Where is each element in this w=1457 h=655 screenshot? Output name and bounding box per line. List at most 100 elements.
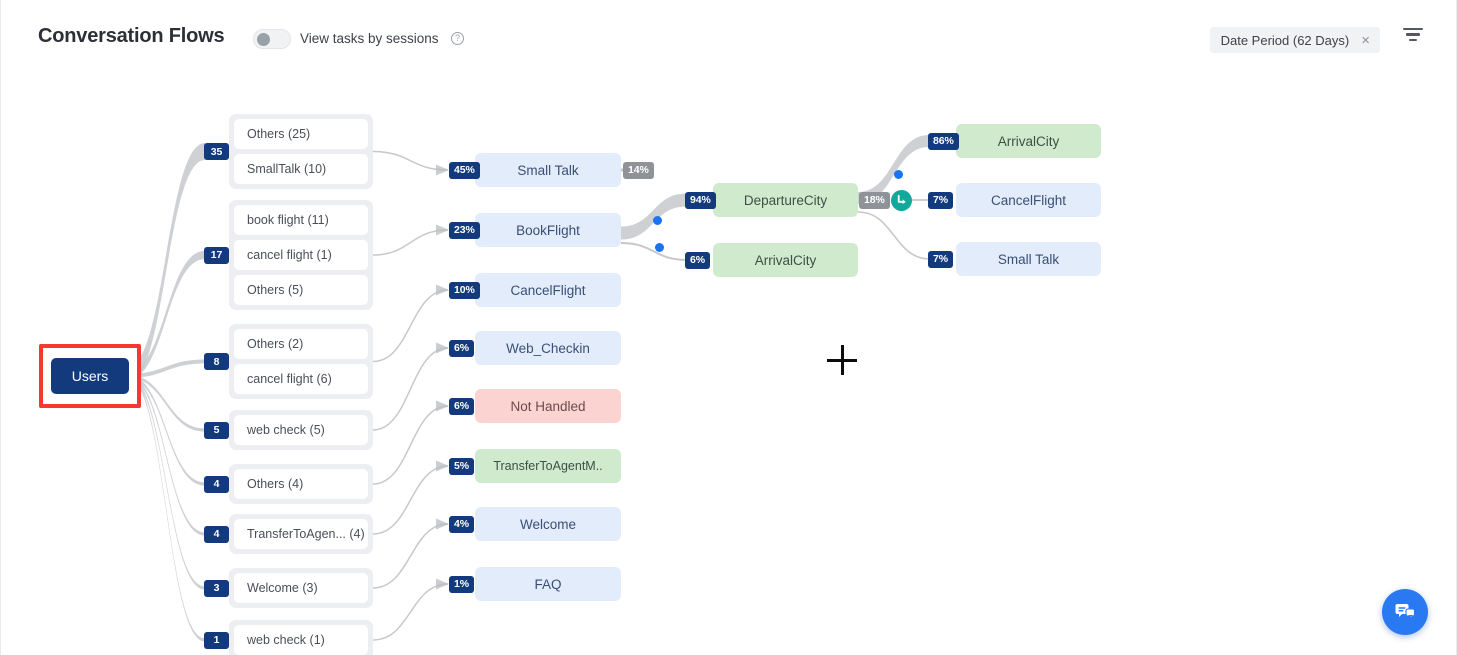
utterance-group-card[interactable]: Others (2) cancel flight (6) [229, 324, 373, 399]
link-arrowhead [436, 224, 449, 236]
link-arrowhead [436, 518, 449, 530]
utterance-row[interactable]: TransferToAgen... (4) [234, 519, 368, 549]
stage3-node[interactable]: DepartureCity [713, 183, 858, 217]
intent-percent-badge: 4% [449, 515, 474, 533]
root-node-users[interactable]: Users [51, 358, 129, 394]
departurecity-to-smalltalk-link [857, 211, 931, 260]
utterance-row[interactable]: Others (25) [234, 119, 368, 149]
utterance-group-card[interactable]: book flight (11) cancel flight (1) Others … [229, 200, 373, 310]
filter-bar-2 [1406, 33, 1420, 36]
utterance-group-card[interactable]: Others (4) [229, 464, 373, 504]
link-arrowhead [436, 342, 449, 354]
root-to-group-link [127, 250, 205, 381]
utterance-group-card[interactable]: TransferToAgen... (4) [229, 514, 373, 554]
group-to-intent-link [372, 583, 449, 641]
link-arrowhead [436, 284, 449, 296]
edge-midpoint-dot[interactable] [655, 243, 664, 252]
edge-midpoint-dot[interactable] [653, 216, 662, 225]
intent-node[interactable]: Welcome [475, 507, 621, 541]
flow-links [127, 135, 931, 642]
utterance-row[interactable]: cancel flight (6) [234, 364, 368, 394]
help-icon[interactable]: ? [451, 32, 464, 45]
stage4-node[interactable]: ArrivalCity [956, 124, 1101, 158]
intent-node[interactable]: TransferToAgentM.. [475, 449, 621, 483]
intent-percent-badge: 5% [449, 457, 474, 475]
filter-icon[interactable] [1401, 28, 1425, 52]
view-tasks-by-sessions-toggle[interactable] [253, 29, 291, 49]
root-to-group-link [127, 374, 205, 536]
link-arrowhead [436, 164, 449, 176]
bookflight-to-arrivalcity-link [620, 242, 688, 261]
intent-node[interactable]: FAQ [475, 567, 621, 601]
root-to-group-link [127, 374, 205, 642]
intent-percent-badge: 6% [449, 339, 474, 357]
utterance-group-card[interactable]: Welcome (3) [229, 568, 373, 608]
utterance-row[interactable]: SmallTalk (10) [234, 154, 368, 184]
group-count-badge: 4 [204, 525, 229, 543]
stage4-node[interactable]: Small Talk [956, 242, 1101, 276]
group-to-intent-link [372, 405, 449, 485]
link-arrowhead [436, 578, 449, 590]
intent-node[interactable]: Small Talk [475, 153, 621, 187]
stage4-percent-badge: 86% [928, 132, 959, 150]
utterance-row[interactable]: cancel flight (1) [234, 240, 368, 270]
group-count-badge: 8 [204, 353, 229, 370]
utterance-row[interactable]: Others (4) [234, 469, 368, 499]
stage4-node[interactable]: CancelFlight [956, 183, 1101, 217]
root-to-group-link [127, 374, 205, 590]
utterance-row[interactable]: Others (2) [234, 329, 368, 359]
group-count-badge: 35 [204, 143, 229, 160]
root-to-group-link [127, 143, 205, 385]
stage4-percent-badge: 7% [928, 250, 953, 268]
stage3-percent-badge: 6% [685, 251, 710, 269]
intent-percent-badge: 1% [449, 575, 474, 593]
loop-back-icon[interactable] [891, 189, 912, 211]
stage3-node[interactable]: ArrivalCity [713, 243, 858, 277]
group-count-badge: 3 [204, 579, 229, 597]
toggle-label: View tasks by sessions [300, 31, 439, 46]
link-arrowhead [436, 400, 449, 412]
utterance-row[interactable]: web check (1) [234, 625, 368, 655]
date-period-chip[interactable]: Date Period (62 Days) × [1209, 27, 1380, 53]
utterance-row[interactable]: web check (5) [234, 415, 368, 445]
stage4-percent-badge: 7% [928, 191, 953, 209]
toggle-knob [257, 33, 270, 46]
page-header: Conversation Flows View tasks by session… [1, 0, 1456, 78]
smalltalk-out-badge: 14% [623, 161, 654, 179]
utterance-row[interactable]: Welcome (3) [234, 573, 368, 603]
utterance-row[interactable]: Others (5) [234, 275, 368, 305]
intent-node[interactable]: Not Handled [475, 389, 621, 423]
intent-node[interactable]: Web_Checkin [475, 331, 621, 365]
filter-bar-1 [1403, 28, 1423, 31]
root-to-group-link [127, 374, 205, 432]
group-count-badge: 17 [204, 246, 229, 264]
group-count-badge: 1 [204, 631, 229, 649]
intent-percent-badge: 6% [449, 397, 474, 415]
utterance-row[interactable]: book flight (11) [234, 205, 368, 235]
group-count-badge: 5 [204, 421, 229, 439]
edge-midpoint-dot[interactable] [894, 170, 903, 179]
utterance-group-card[interactable]: Others (25) SmallTalk (10) [229, 114, 373, 189]
root-to-group-link [127, 359, 205, 378]
stage3-percent-badge: 94% [685, 191, 716, 209]
intent-percent-badge: 10% [449, 281, 480, 299]
group-count-badge: 4 [204, 475, 229, 493]
chat-widget-button[interactable] [1382, 589, 1428, 635]
utterance-group-card[interactable]: web check (5) [229, 410, 373, 450]
group-to-intent-link [372, 523, 449, 589]
intent-node[interactable]: BookFlight [475, 213, 621, 247]
filter-bar-3 [1409, 38, 1417, 41]
page-title: Conversation Flows [38, 25, 225, 47]
crosshair-cursor [827, 345, 857, 375]
date-period-label: Date Period (62 Days) [1220, 32, 1350, 48]
intent-percent-badge: 23% [449, 221, 480, 239]
departurecity-to-arrivalcity-link [858, 135, 929, 204]
utterance-group-card[interactable]: web check (1) [229, 620, 373, 655]
intent-node[interactable]: CancelFlight [475, 273, 621, 307]
close-icon[interactable]: × [1361, 31, 1370, 49]
intent-percent-badge: 45% [449, 161, 480, 179]
loop-percent-badge: 18% [859, 191, 890, 209]
link-arrowhead [436, 460, 449, 472]
